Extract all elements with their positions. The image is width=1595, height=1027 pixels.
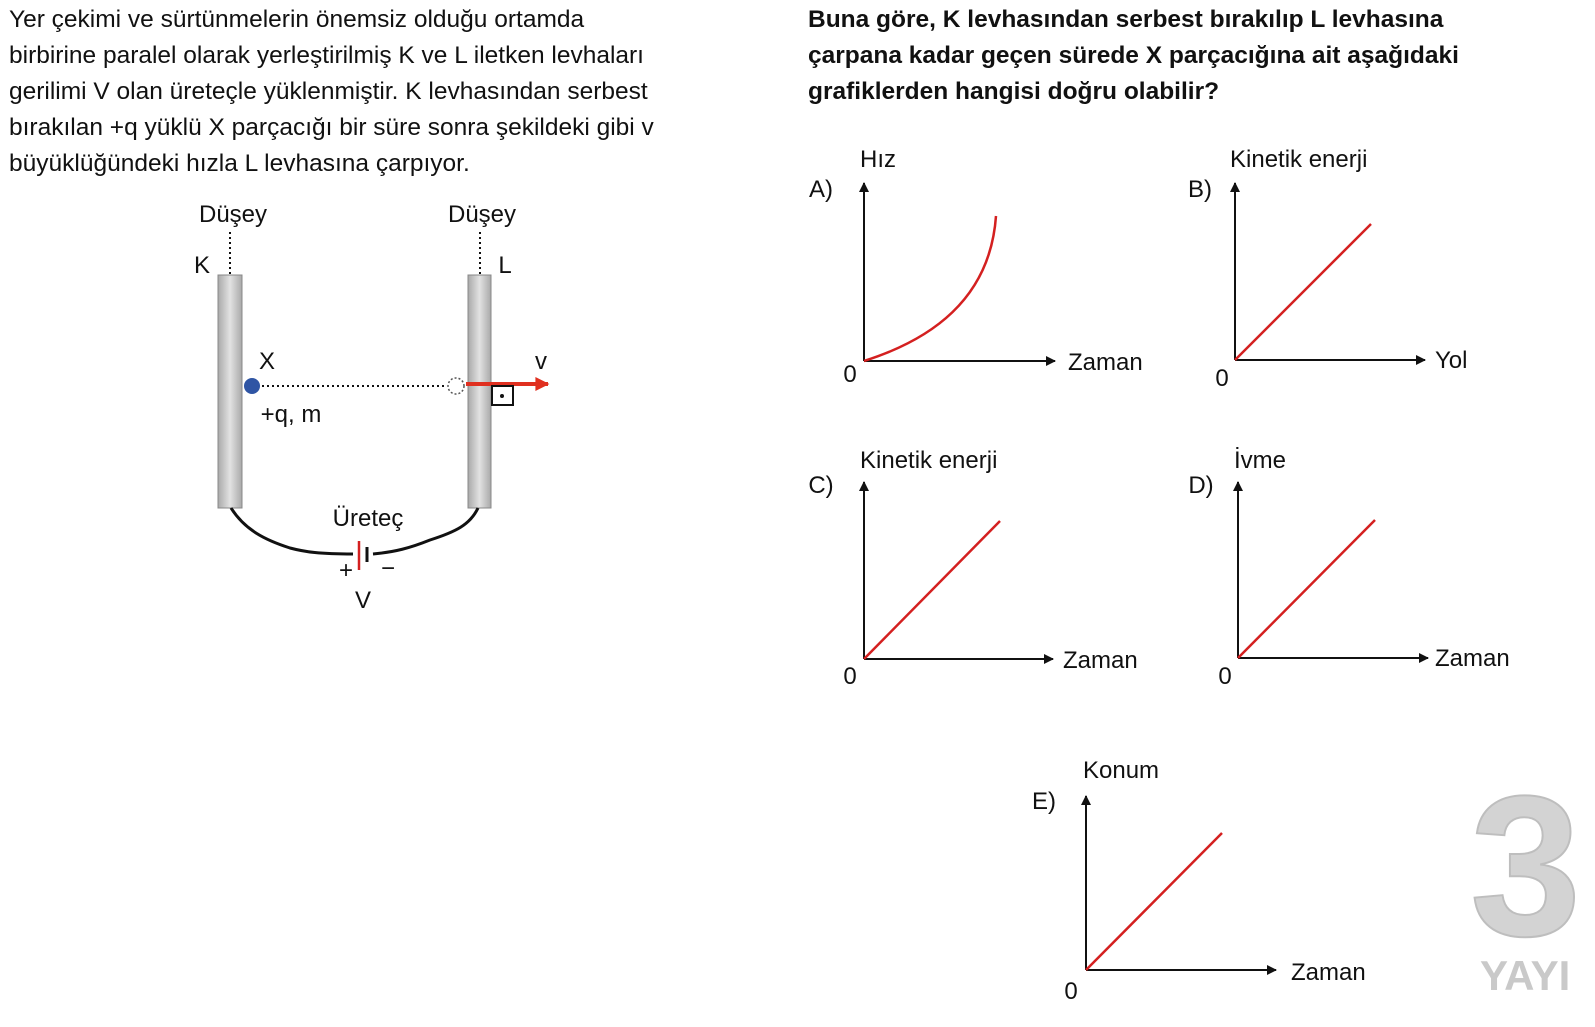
- option-d-line: [1237, 519, 1376, 659]
- option-b-line: [1234, 223, 1372, 361]
- prompt-line: grafiklerden hangisi doğru olabilir?: [808, 78, 1220, 105]
- y-axis-label: Hız: [860, 146, 896, 173]
- option-a-curve: [863, 215, 998, 363]
- option-c-line: [863, 520, 1001, 660]
- question-line: bırakılan +q yüklü X parçacığı bir süre …: [9, 114, 654, 141]
- vertical-label-right: Düşey: [448, 201, 516, 228]
- particle-final-position: [447, 377, 465, 395]
- origin-label: 0: [1218, 663, 1231, 690]
- watermark-text: YAYI: [1480, 952, 1570, 999]
- origin-label: 0: [1064, 978, 1077, 1005]
- plus-sign: +: [339, 557, 353, 584]
- wire-right: [372, 507, 480, 556]
- y-axis-label: Kinetik enerji: [1230, 146, 1367, 173]
- origin-label: 0: [843, 663, 856, 690]
- plate-k-label: K: [194, 252, 210, 279]
- watermark-digit: 3: [1470, 755, 1581, 978]
- prompt-line: çarpana kadar geçen sürede X parçacığına…: [808, 42, 1459, 69]
- question-line: Yer çekimi ve sürtünmelerin önemsiz oldu…: [9, 6, 585, 33]
- question-line: birbirine paralel olarak yerleştirilmiş …: [9, 42, 644, 69]
- option-d-graph: D) İvme Zaman 0: [1188, 447, 1509, 690]
- prompt-line: Buna göre, K levhasından serbest bırakıl…: [808, 6, 1444, 33]
- x-axis-label: Zaman: [1063, 647, 1138, 674]
- plates-diagram: Düşey Düşey K L X +q, m v Üreteç + − V: [194, 201, 550, 614]
- x-axis-label: Zaman: [1068, 349, 1143, 376]
- plate-k: [217, 274, 243, 509]
- option-letter: D): [1188, 472, 1213, 499]
- charge-mass-label: +q, m: [261, 401, 322, 428]
- option-letter: E): [1032, 788, 1056, 815]
- vertical-label-left: Düşey: [199, 201, 267, 228]
- question-prompt: Buna göre, K levhasından serbest bırakıl…: [808, 2, 1578, 110]
- minus-sign: −: [381, 555, 395, 582]
- wire-left: [229, 507, 354, 556]
- question-line: büyüklüğündeki hızla L levhasına çarpıyo…: [9, 150, 470, 177]
- velocity-label: v: [535, 348, 547, 375]
- option-e-graph: E) Konum Zaman 0: [1032, 757, 1366, 1005]
- y-axis-label: Konum: [1083, 757, 1159, 784]
- voltage-label: V: [355, 587, 371, 614]
- y-axis-label: İvme: [1234, 447, 1286, 474]
- option-letter: A): [809, 176, 833, 203]
- plate-l: [467, 274, 492, 509]
- option-letter: C): [808, 472, 833, 499]
- origin-label: 0: [843, 361, 856, 388]
- origin-label: 0: [1215, 365, 1228, 392]
- x-axis-label: Zaman: [1291, 959, 1366, 986]
- option-c-graph: C) Kinetik enerji Zaman 0: [808, 447, 1137, 690]
- option-e-line: [1085, 832, 1223, 971]
- plate-l-label: L: [498, 252, 511, 279]
- particle-x: [244, 378, 260, 394]
- option-b-graph: B) Kinetik enerji Yol 0: [1188, 146, 1467, 392]
- right-angle-mark: [491, 385, 514, 406]
- right-angle-dot: [500, 394, 504, 398]
- y-axis-label: Kinetik enerji: [860, 447, 997, 474]
- publisher-watermark: 3 YAYI: [1469, 754, 1582, 999]
- x-axis-label: Yol: [1435, 347, 1467, 374]
- x-axis-label: Zaman: [1435, 645, 1510, 672]
- particle-label: X: [259, 348, 275, 375]
- source-label: Üreteç: [333, 505, 404, 532]
- option-a-graph: A) Hız Zaman 0: [809, 146, 1143, 388]
- option-letter: B): [1188, 176, 1212, 203]
- question-text: Yer çekimi ve sürtünmelerin önemsiz oldu…: [9, 2, 769, 182]
- question-line: gerilimi V olan üreteçle yüklenmiştir. K…: [9, 78, 648, 105]
